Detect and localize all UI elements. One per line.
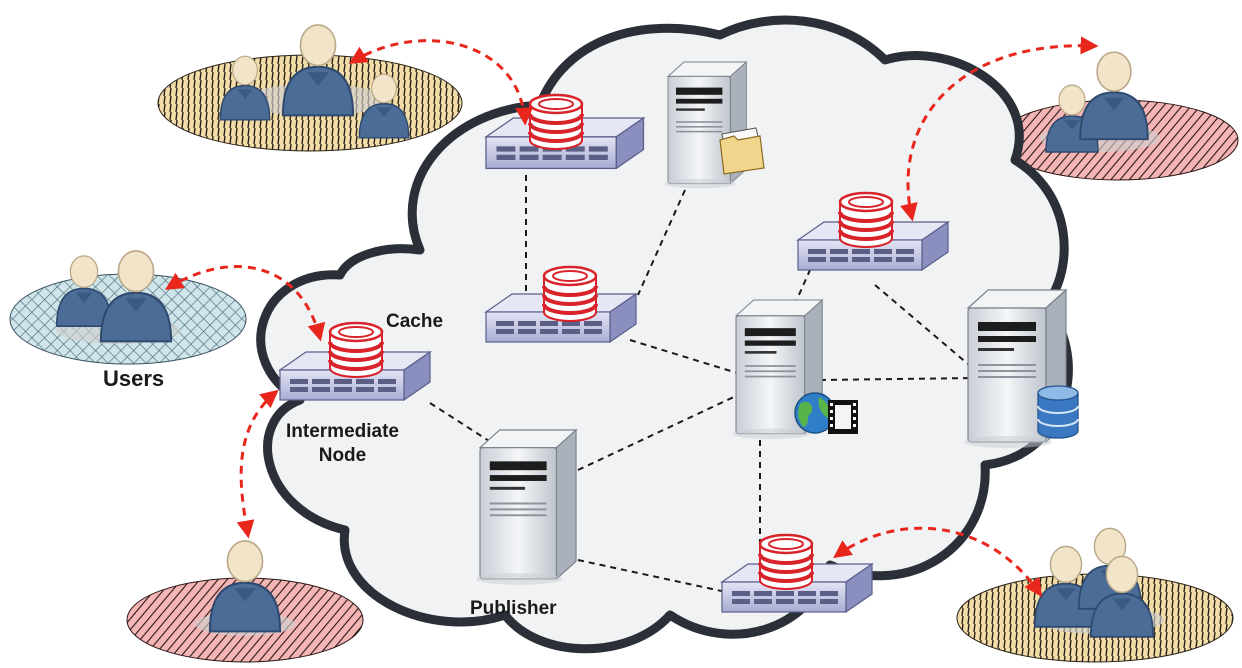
intermediate-node-label-line1: Intermediate xyxy=(286,421,399,442)
request-arrows xyxy=(164,36,1099,597)
user-icon xyxy=(1079,51,1149,141)
publisher-server xyxy=(475,429,577,586)
user-group-left xyxy=(9,249,247,365)
network-links xyxy=(429,175,976,596)
user-group-top-right xyxy=(997,51,1239,181)
cache-stack-icon xyxy=(758,533,814,591)
cache-stack-icon xyxy=(528,93,584,151)
user-group-bottom-right xyxy=(956,527,1234,663)
cache-stack-icon xyxy=(328,321,384,379)
server-icon xyxy=(475,429,577,586)
intermediate-node-label-line2: Node xyxy=(318,445,367,466)
publisher-label: Publisher xyxy=(470,598,557,619)
user-group-bottom-left xyxy=(126,539,364,663)
user-group-top-left xyxy=(157,23,463,152)
intermediate-node-label: Intermediate Node xyxy=(286,420,399,468)
database-icon xyxy=(1037,385,1079,439)
film-icon xyxy=(828,400,858,434)
cache-label: Cache xyxy=(386,311,444,332)
cache-stack-icon xyxy=(542,265,598,323)
users-label: Users xyxy=(103,366,165,391)
folder-icon xyxy=(719,127,765,175)
cache-stack-icon xyxy=(838,191,894,249)
